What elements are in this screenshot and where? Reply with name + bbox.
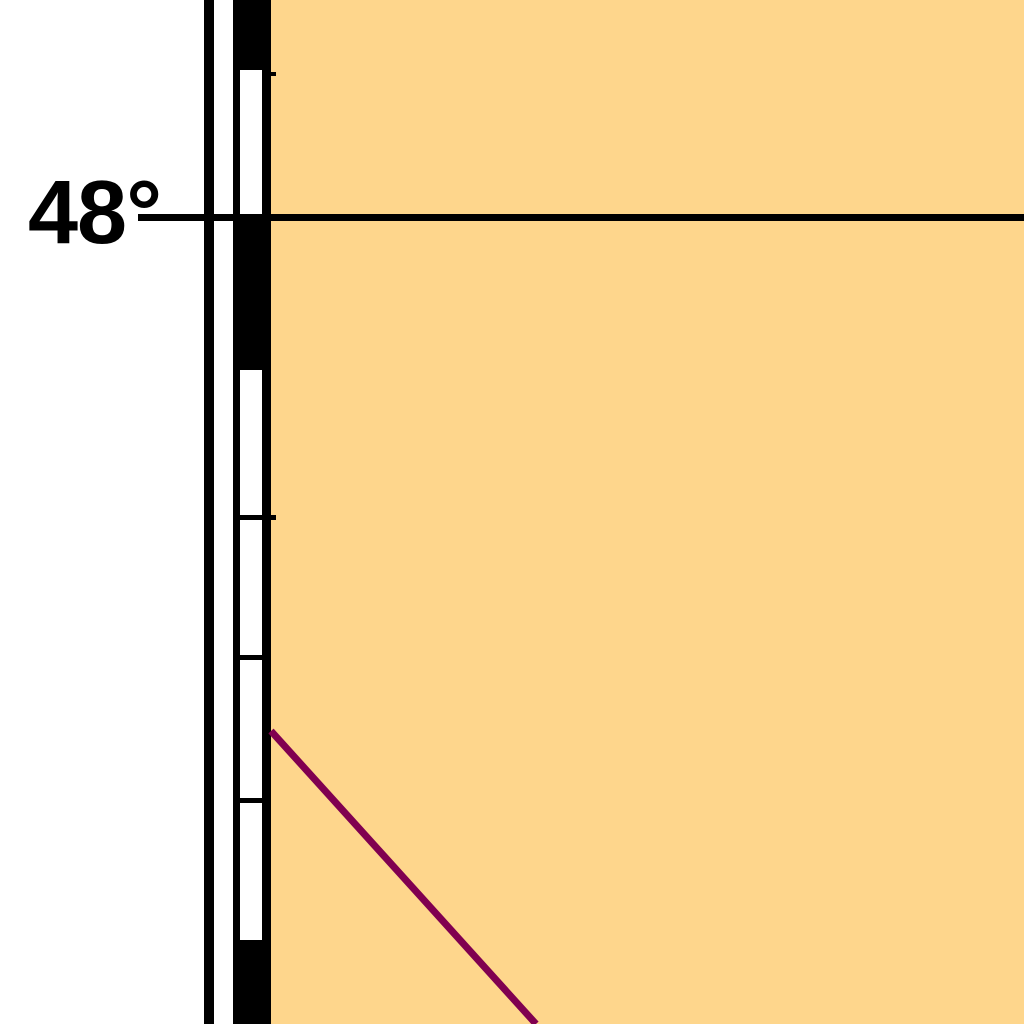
scale-bar-left-rule [233,0,240,1024]
latitude-line-48 [138,214,1024,221]
scale-tick [240,655,262,660]
scale-segment-light [244,661,258,796]
scale-segment-dark [240,940,262,1024]
scale-segment-light [244,75,258,215]
scale-tick [240,515,262,520]
latitude-label: 48° [28,163,162,263]
scale-segment-light [244,804,258,938]
map-margin [0,0,205,1024]
scale-tick [240,798,262,803]
scale-segment-dark [240,0,262,70]
neatline-outer [204,0,214,1024]
frame-tick [270,515,276,520]
scale-segment-light [244,373,258,513]
land-area [270,0,1024,1024]
scale-segment-light [244,521,258,653]
neatline-inner [262,0,271,1024]
scale-segment-dark [240,218,262,370]
boundary-line [268,728,539,1024]
frame-tick [270,72,276,76]
frame-strip [214,0,233,1024]
